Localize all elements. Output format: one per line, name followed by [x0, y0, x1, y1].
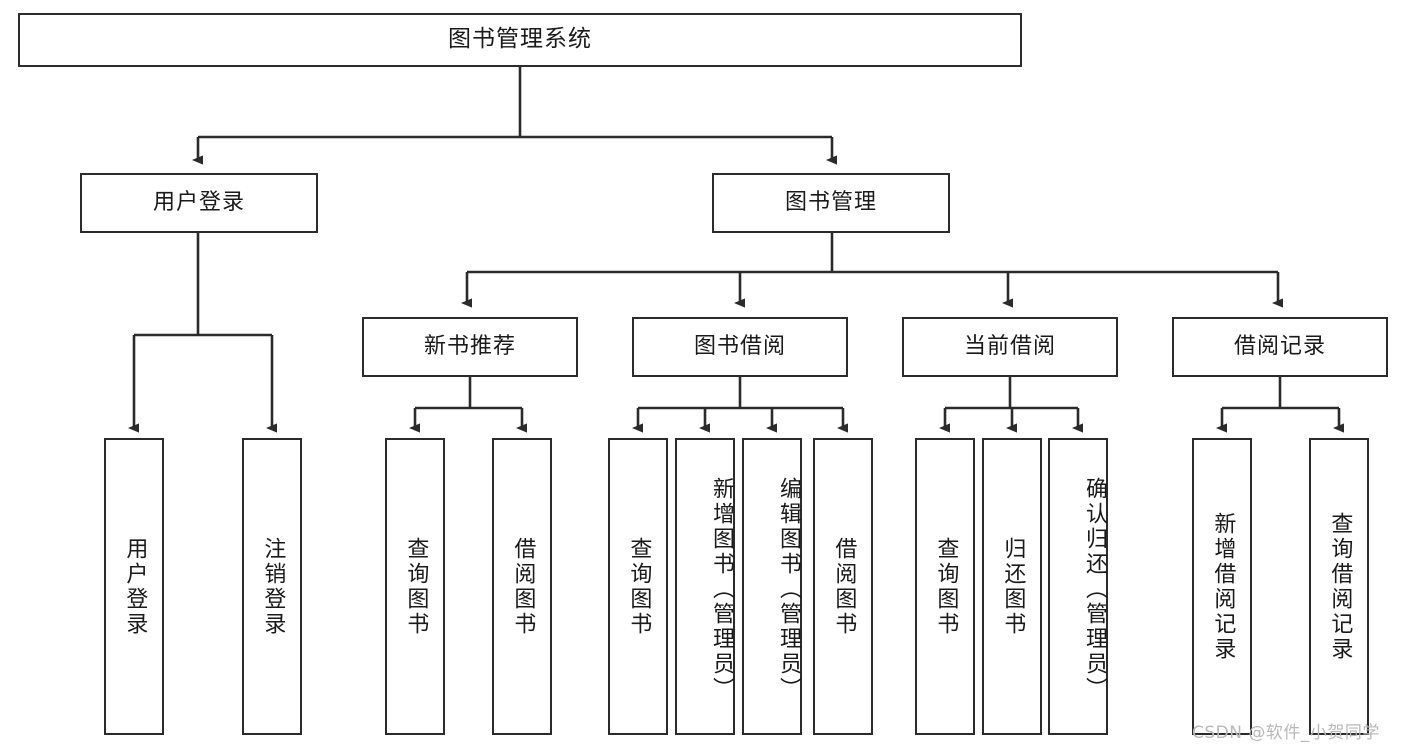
- node-label: 新增图书（管理员）: [709, 477, 734, 702]
- node-leaf-query-book-borrow[interactable]: 查询图书: [608, 438, 668, 735]
- node-label: 查询借阅记录: [1327, 511, 1353, 662]
- node-label: 当前借阅: [963, 333, 1056, 359]
- node-label: 借阅记录: [1233, 333, 1326, 359]
- node-leaf-user-login[interactable]: 用户登录: [104, 438, 164, 735]
- node-label: 用户登录: [152, 189, 245, 215]
- node-book-borrow[interactable]: 图书借阅: [632, 317, 848, 377]
- node-leaf-add-book-admin[interactable]: 新增图书（管理员）: [675, 438, 735, 735]
- node-label: 确认归还（管理员）: [1082, 477, 1107, 702]
- node-label: 查询图书: [626, 536, 652, 637]
- node-leaf-add-borrow-record[interactable]: 新增借阅记录: [1192, 438, 1252, 735]
- node-current-borrow[interactable]: 当前借阅: [902, 317, 1118, 377]
- node-new-book-recommend[interactable]: 新书推荐: [362, 317, 578, 377]
- node-label: 归还图书: [1000, 536, 1026, 637]
- node-label: 图书管理: [784, 189, 877, 215]
- node-label: 借阅图书: [831, 536, 857, 637]
- node-book-management[interactable]: 图书管理: [712, 173, 950, 233]
- node-label: 图书借阅: [693, 333, 786, 359]
- node-leaf-query-borrow-record[interactable]: 查询借阅记录: [1309, 438, 1369, 735]
- node-borrow-record[interactable]: 借阅记录: [1172, 317, 1388, 377]
- node-label: 查询图书: [933, 536, 959, 637]
- node-root-book-management-system[interactable]: 图书管理系统: [18, 13, 1022, 67]
- node-leaf-borrow-book[interactable]: 借阅图书: [813, 438, 873, 735]
- node-leaf-logout[interactable]: 注销登录: [242, 438, 302, 735]
- node-label: 用户登录: [122, 536, 148, 637]
- node-leaf-edit-book-admin[interactable]: 编辑图书（管理员）: [742, 438, 802, 735]
- node-label: 图书管理系统: [448, 26, 592, 53]
- node-leaf-confirm-return-admin[interactable]: 确认归还（管理员）: [1048, 438, 1108, 735]
- node-label: 新增借阅记录: [1210, 511, 1236, 662]
- node-label: 查询图书: [403, 536, 429, 637]
- watermark: CSDN @软件_小贺同学: [1192, 723, 1380, 743]
- node-leaf-query-book-current[interactable]: 查询图书: [915, 438, 975, 735]
- node-user-login[interactable]: 用户登录: [80, 173, 318, 233]
- node-label: 借阅图书: [510, 536, 536, 637]
- node-leaf-query-book-recommend[interactable]: 查询图书: [385, 438, 445, 735]
- node-label: 编辑图书（管理员）: [776, 477, 801, 702]
- node-label: 注销登录: [260, 536, 286, 637]
- node-leaf-return-book[interactable]: 归还图书: [982, 438, 1042, 735]
- node-leaf-borrow-book-recommend[interactable]: 借阅图书: [492, 438, 552, 735]
- node-label: 新书推荐: [423, 333, 516, 359]
